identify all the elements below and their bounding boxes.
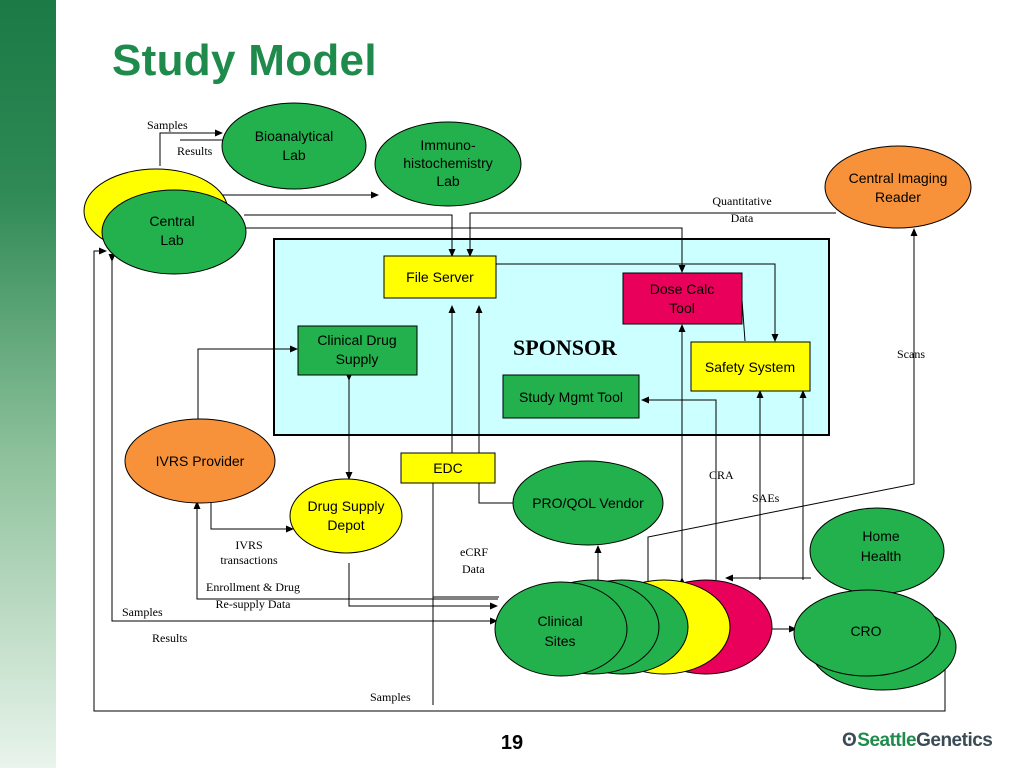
home-health-node: Home Health: [809, 507, 945, 595]
dose-calc-tool-node: Dose Calc Tool: [622, 272, 743, 325]
svg-text:Lab: Lab: [282, 147, 306, 163]
study-mgmt-tool-node: Study Mgmt Tool: [502, 374, 640, 419]
edc-node: EDC: [400, 452, 496, 484]
cro-node: CRO: [793, 589, 957, 691]
svg-text:Health: Health: [861, 548, 901, 564]
svg-text:Dose Calc: Dose Calc: [650, 281, 715, 297]
drug-supply-depot-node: Drug Supply Depot: [289, 478, 403, 554]
cra-label: CRA: [709, 468, 734, 482]
results-left-label: Results: [152, 631, 188, 645]
scans-label: Scans: [897, 347, 925, 361]
slide-title: Study Model: [112, 36, 377, 85]
central-imaging-reader-node: Central Imaging Reader: [824, 145, 972, 229]
saes-label: SAEs: [752, 491, 780, 505]
svg-text:Lab: Lab: [436, 173, 460, 189]
svg-text:PRO/QOL Vendor: PRO/QOL Vendor: [532, 495, 644, 511]
samples-bottom-label: Samples: [370, 690, 411, 704]
immuno-lab-node: Immuno- histochemistry Lab: [374, 121, 522, 207]
svg-text:CRO: CRO: [850, 623, 881, 639]
samples-top-label: Samples: [147, 118, 188, 132]
svg-text:Safety System: Safety System: [705, 359, 795, 375]
ivrs-provider-node: IVRS Provider: [124, 418, 276, 504]
svg-text:Supply: Supply: [336, 351, 379, 367]
svg-text:Central: Central: [149, 213, 194, 229]
connectors: [93, 129, 946, 712]
bioanalytical-lab-node: Bioanalytical Lab: [221, 102, 367, 190]
svg-text:Drug Supply: Drug Supply: [307, 498, 384, 514]
svg-text:EDC: EDC: [433, 460, 463, 476]
svg-text:Sites: Sites: [544, 633, 575, 649]
svg-text:Home: Home: [862, 528, 900, 544]
svg-text:Immuno-: Immuno-: [420, 137, 476, 153]
annotations: Samples Results Quantitative Data Scans …: [122, 118, 925, 704]
page-number: 19: [500, 732, 524, 754]
pro-qol-vendor-node: PRO/QOL Vendor: [512, 460, 664, 546]
ecrf-data-label-2: Data: [462, 562, 485, 576]
svg-text:Central Imaging: Central Imaging: [849, 170, 948, 186]
ecrf-data-label: eCRF: [460, 545, 488, 559]
svg-text:Lab: Lab: [160, 232, 184, 248]
seattle-genetics-logo: ʘSeattleGenetics: [842, 730, 993, 751]
svg-text:histochemistry: histochemistry: [403, 155, 492, 171]
svg-text:Reader: Reader: [875, 189, 921, 205]
logo-mark-icon: ʘ: [842, 730, 857, 751]
results-top-label: Results: [177, 144, 213, 158]
side-accent-bar: [0, 0, 56, 768]
svg-text:Bioanalytical: Bioanalytical: [255, 128, 334, 144]
samples-left-label: Samples: [122, 605, 163, 619]
clinical-sites-node: Clinical Sites: [494, 579, 773, 677]
svg-text:Clinical: Clinical: [537, 613, 582, 629]
enrollment-label-2: Re-supply Data: [216, 597, 292, 611]
svg-text:Depot: Depot: [327, 517, 364, 533]
central-lab-node: Central Lab: [83, 168, 247, 275]
svg-text:IVRS Provider: IVRS Provider: [156, 453, 245, 469]
svg-text:Tool: Tool: [669, 300, 695, 316]
sponsor-label: SPONSOR: [513, 335, 618, 360]
quantitative-data-label-2: Data: [731, 211, 754, 225]
svg-text:File Server: File Server: [406, 269, 474, 285]
svg-text:Study Mgmt Tool: Study Mgmt Tool: [519, 389, 623, 405]
quantitative-data-label: Quantitative: [712, 194, 771, 208]
ivrs-transactions-label-2: transactions: [220, 553, 278, 567]
enrollment-label: Enrollment & Drug: [206, 580, 300, 594]
ivrs-transactions-label: IVRS: [235, 538, 262, 552]
safety-system-node: Safety System: [690, 341, 811, 392]
file-server-node: File Server: [383, 255, 497, 299]
clinical-drug-supply-node: Clinical Drug Supply: [297, 325, 418, 376]
svg-text:Clinical Drug: Clinical Drug: [317, 332, 396, 348]
